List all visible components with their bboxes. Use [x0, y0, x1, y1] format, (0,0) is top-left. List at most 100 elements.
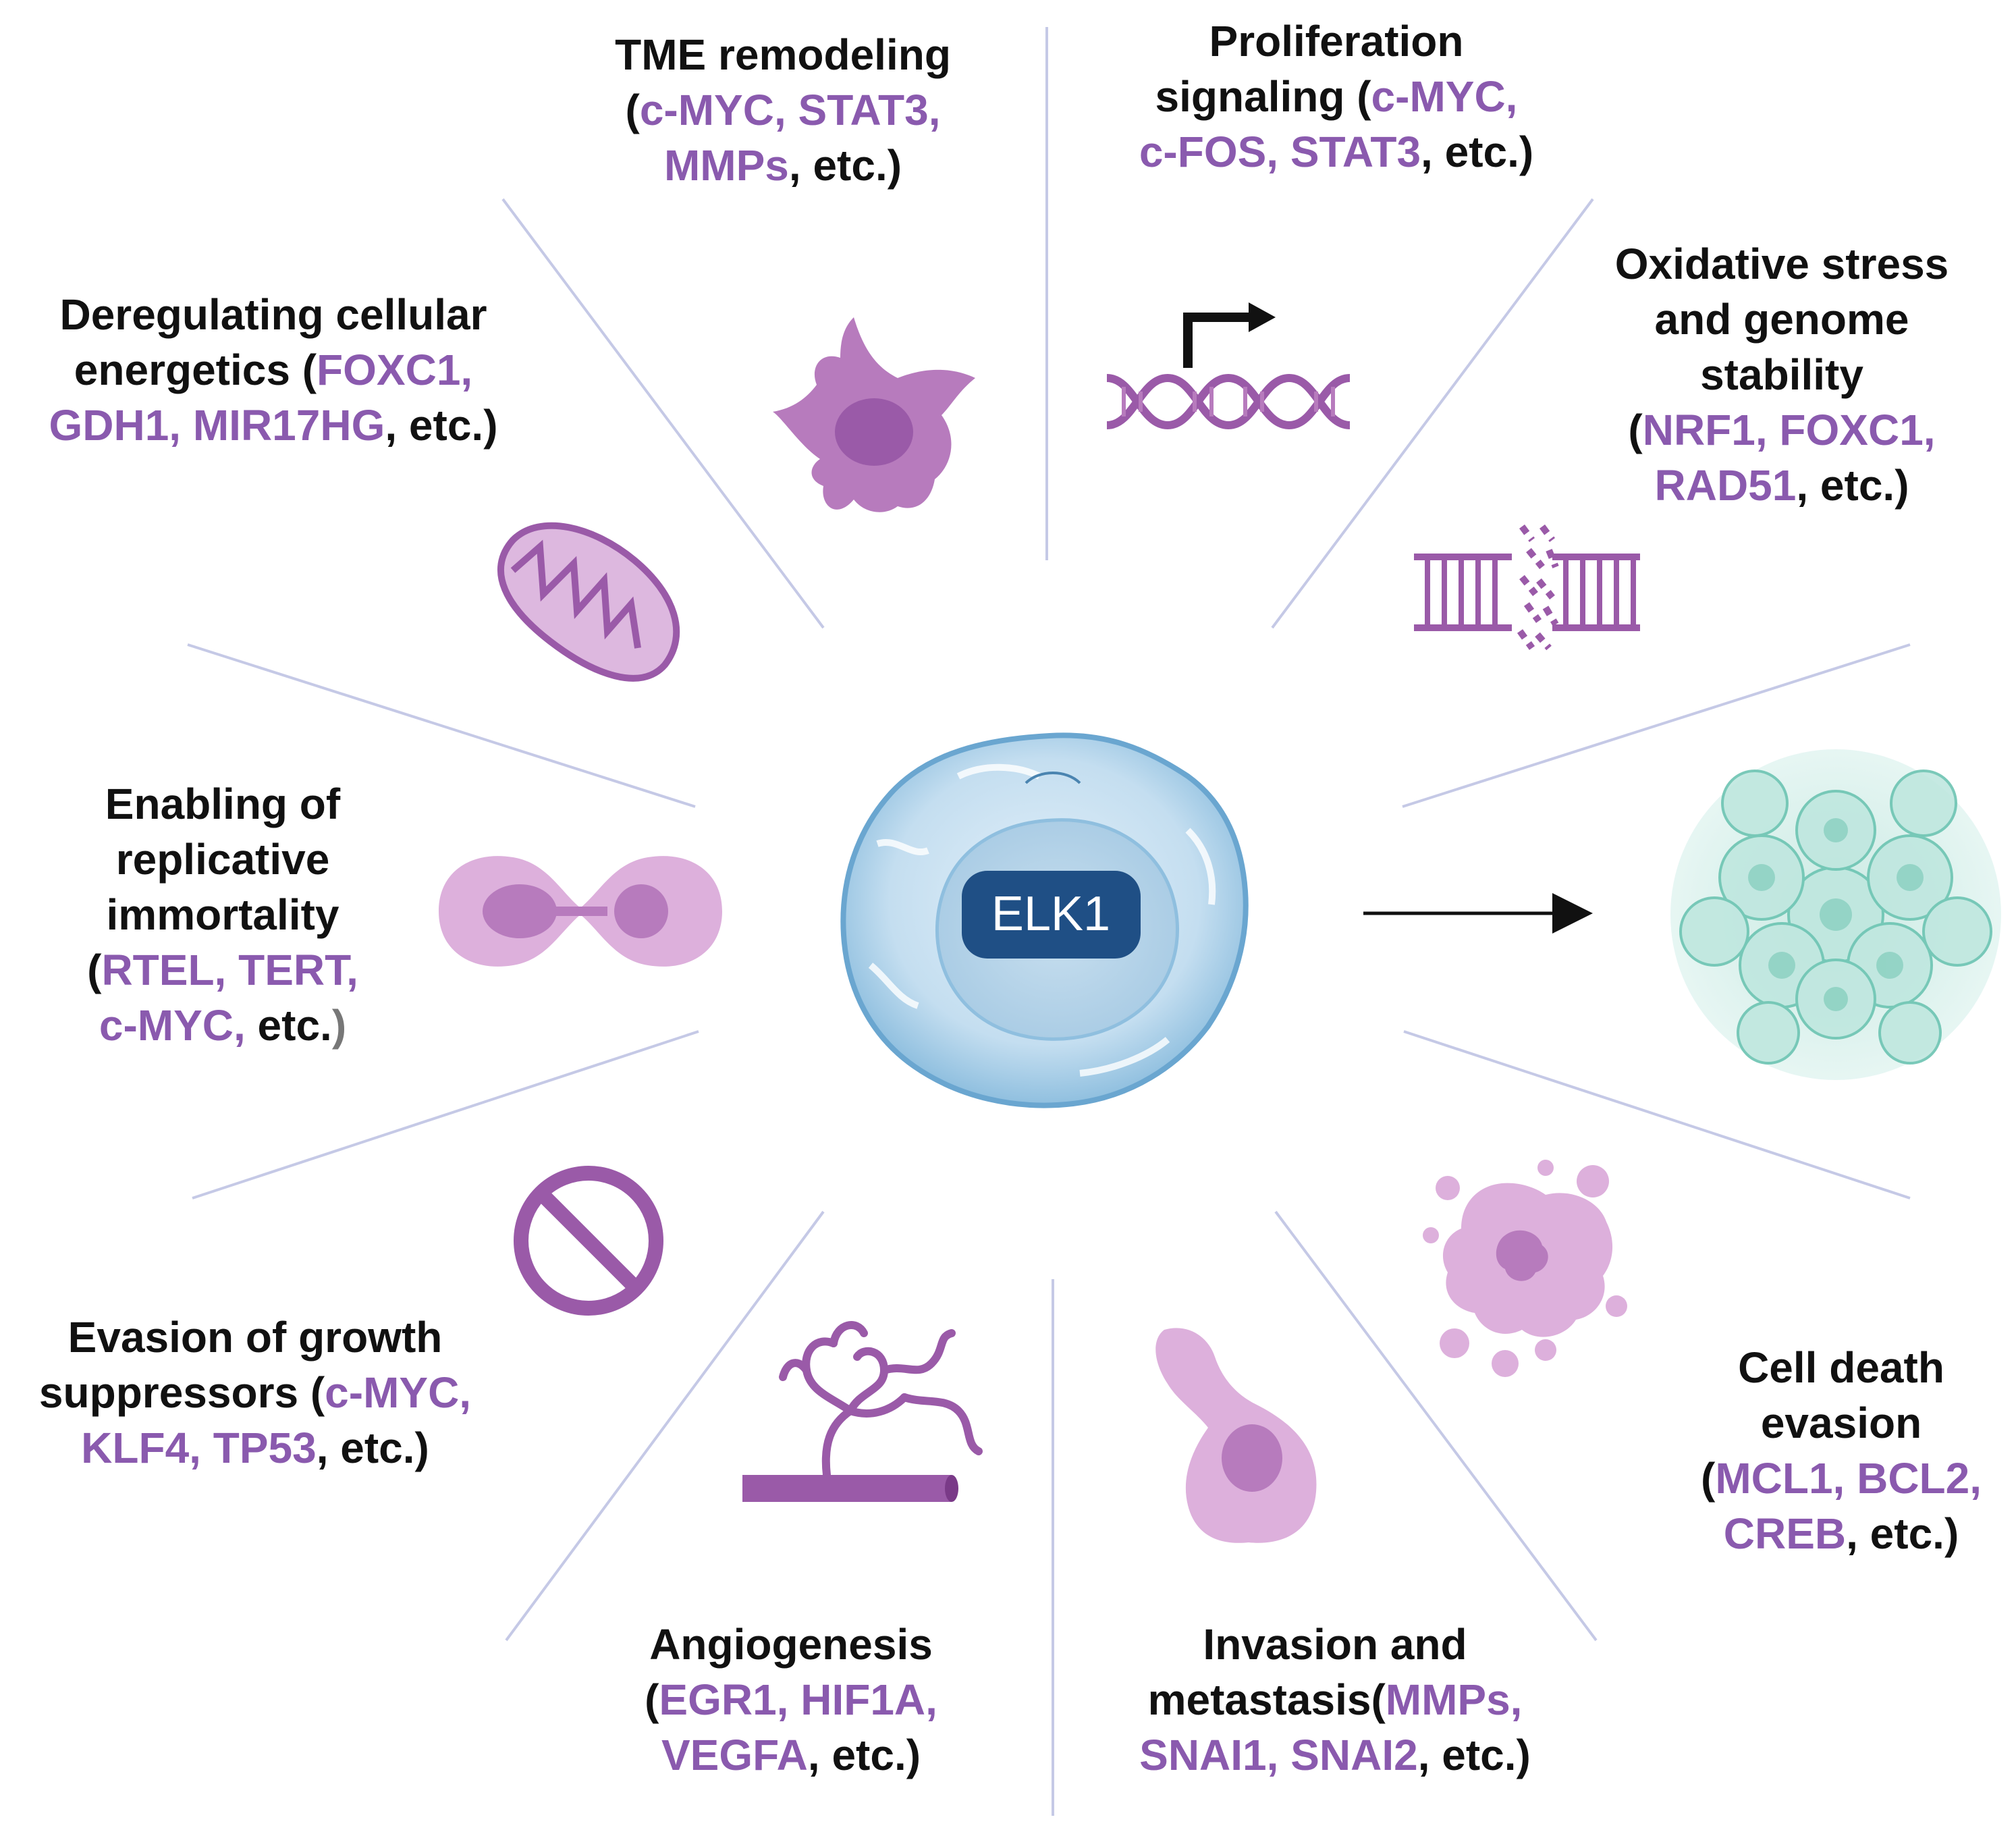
hallmark-text: Enabling of — [105, 780, 341, 828]
hallmark-label-line: c-FOS, STAT3, etc.) — [1139, 124, 1533, 180]
gene-list-text: c-MYC, — [1371, 72, 1518, 121]
hallmark-text: ( — [625, 86, 640, 134]
hallmark-label-line: Proliferation — [1139, 14, 1533, 69]
hallmark-label-line: SNAI1, SNAI2, etc.) — [1139, 1727, 1531, 1783]
hallmark-text: , etc.) — [1421, 128, 1534, 176]
hallmark-text: evasion — [1760, 1399, 1922, 1447]
hallmark-label-line: and genome — [1615, 292, 1949, 347]
gene-list-text: CREB — [1723, 1509, 1847, 1558]
hallmark-text: energetics ( — [74, 346, 317, 394]
gene-list-text: c-MYC, STAT3, — [639, 86, 941, 134]
elk1-badge: ELK1 — [962, 871, 1141, 959]
hallmark-label-line: KLF4, TP53, etc.) — [39, 1420, 471, 1476]
hallmark-label-line: CREB, etc.) — [1701, 1506, 1982, 1561]
hallmark-text: Proliferation — [1209, 17, 1464, 65]
gene-list-text: MMPs — [663, 141, 789, 190]
hallmark-text: signaling ( — [1155, 72, 1371, 121]
hallmark-text: Evasion of growth — [67, 1313, 443, 1362]
hallmark-text: ( — [87, 946, 102, 994]
gene-list-text: EGR1, HIF1A, — [659, 1675, 937, 1724]
tumor-mass-icon — [1670, 749, 2001, 1080]
divider-top-left — [501, 198, 825, 629]
hallmark-text: ( — [645, 1675, 659, 1724]
elk1-badge-label: ELK1 — [991, 887, 1110, 941]
hallmark-text: , etc.) — [1846, 1509, 1959, 1558]
gene-list-text: c-MYC, — [99, 1001, 246, 1050]
gene-list-text: GDH1, MIR17HG — [49, 401, 385, 450]
hallmark-label-line: GDH1, MIR17HG, etc.) — [49, 398, 497, 453]
dividing-cell-icon — [439, 856, 722, 967]
divider-right-lower — [1403, 1030, 1911, 1200]
hallmark-text: ( — [1701, 1454, 1716, 1503]
hallmark-text: Deregulating cellular — [59, 290, 487, 339]
hallmark-label-line: Invasion and — [1139, 1617, 1531, 1672]
hallmark-text: Oxidative stress — [1614, 240, 1949, 288]
divider-left-lower — [192, 1030, 699, 1200]
gene-list-text: c-MYC, — [325, 1368, 472, 1417]
blood-vessel-icon — [742, 1321, 983, 1502]
gene-list-text: FOXC1, — [317, 346, 473, 394]
hallmark-text: stability — [1700, 350, 1863, 399]
hallmark-text: replicative — [115, 835, 330, 884]
hallmark-text: , etc.) — [1417, 1731, 1531, 1779]
hallmark-label-line: Deregulating cellular — [49, 287, 497, 342]
migrating-cell-icon — [1155, 1328, 1317, 1543]
hallmark-text: , etc.) — [385, 401, 498, 450]
hallmark-text: and genome — [1654, 295, 1909, 344]
gene-list-text: c-FOS, STAT3 — [1139, 128, 1421, 176]
hallmark-label-line: c-MYC, etc.) — [87, 998, 358, 1053]
hallmark-label-line: (c-MYC, STAT3, — [615, 82, 951, 138]
hallmark-label-angiogenesis: Angiogenesis(EGR1, HIF1A,VEGFA, etc.) — [645, 1617, 937, 1783]
hallmark-label-line: (RTEL, TERT, — [87, 942, 358, 998]
hallmark-text: ( — [1628, 406, 1643, 454]
divider-top-right — [1271, 198, 1594, 629]
hallmark-text: ) — [331, 1001, 347, 1050]
hallmark-label-line: replicative — [87, 832, 358, 887]
hallmark-text: , etc.) — [316, 1424, 429, 1472]
gene-list-text: KLF4, TP53 — [81, 1424, 317, 1472]
gene-list-text: NRF1, FOXC1, — [1642, 406, 1936, 454]
hallmark-label-line: (EGR1, HIF1A, — [645, 1672, 937, 1727]
hallmark-label-line: suppressors (c-MYC, — [39, 1365, 471, 1420]
hallmark-label-tme-remodeling: TME remodeling(c-MYC, STAT3,MMPs, etc.) — [615, 27, 951, 193]
hallmark-label-line: MMPs, etc.) — [615, 138, 951, 193]
hallmark-label-line: Cell death — [1701, 1340, 1982, 1395]
hallmark-text: suppressors ( — [38, 1368, 325, 1417]
hallmark-label-line: signaling (c-MYC, — [1139, 69, 1533, 124]
hallmark-text: , etc.) — [807, 1731, 921, 1779]
hallmark-label-line: energetics (FOXC1, — [49, 342, 497, 398]
gene-list-text: RTEL, TERT, — [101, 946, 358, 994]
apoptotic-cell-icon — [1423, 1160, 1627, 1377]
hallmark-text: metastasis( — [1147, 1675, 1386, 1724]
divider-bottom-left — [505, 1210, 825, 1642]
hallmark-text: , etc.) — [1796, 461, 1909, 510]
gene-list-text: SNAI1, SNAI2 — [1139, 1731, 1418, 1779]
hallmark-label-line: stability — [1615, 347, 1949, 402]
hallmark-text: etc. — [245, 1001, 332, 1050]
gene-list-text: MCL1, BCL2, — [1715, 1454, 1982, 1503]
gene-list-text: MMPs, — [1385, 1675, 1523, 1724]
hallmark-label-line: (NRF1, FOXC1, — [1615, 402, 1949, 458]
hallmark-text: Angiogenesis — [649, 1620, 933, 1669]
hallmark-label-line: metastasis(MMPs, — [1139, 1672, 1531, 1727]
mitochondrion-icon — [497, 522, 680, 682]
divider-bottom-right — [1274, 1210, 1598, 1642]
divider-right-upper — [1402, 643, 1911, 808]
gene-list-text: RAD51 — [1654, 461, 1797, 510]
hallmark-text: Invasion and — [1203, 1620, 1467, 1669]
gene-list-text: VEGFA — [661, 1731, 808, 1779]
hallmark-label-line: Oxidative stress — [1615, 236, 1949, 292]
hallmark-text: TME remodeling — [615, 30, 951, 79]
hallmark-label-line: Enabling of — [87, 776, 358, 832]
hallmark-text: Cell death — [1738, 1343, 1944, 1392]
hallmark-label-line: immortality — [87, 887, 358, 942]
divider-lines — [187, 27, 1911, 1816]
hallmark-label-line: evasion — [1701, 1395, 1982, 1451]
